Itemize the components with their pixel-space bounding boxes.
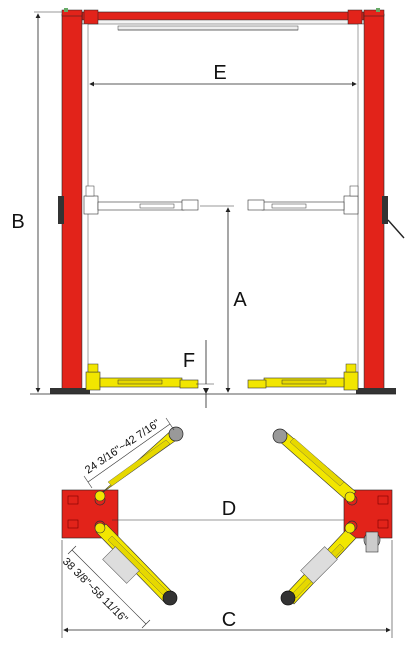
lift-pad (280, 590, 296, 606)
dimension-e: E (89, 62, 357, 87)
right-column (356, 8, 405, 394)
raised-arm-left (83, 185, 199, 215)
lift-pad (162, 590, 178, 606)
lift-pad (272, 428, 288, 444)
label-c: C (222, 609, 236, 631)
short-arm-dimension: 24 3/16"~42 7/16" (83, 417, 175, 489)
dimension-f: F (183, 340, 214, 408)
lowered-arm-left (85, 363, 199, 391)
lift-pad (168, 426, 184, 442)
label-f: F (183, 350, 195, 372)
short-arm-left (94, 426, 184, 502)
long-arm-left (94, 522, 178, 606)
label-e: E (213, 62, 226, 84)
dimension-c: C (61, 540, 393, 638)
top-view: D (60, 417, 393, 638)
lowered-arm-right (247, 363, 359, 391)
raised-arm-right (247, 185, 359, 215)
label-d: D (222, 498, 236, 520)
label-a: A (233, 289, 247, 311)
dimension-b: B (11, 11, 62, 393)
dimension-a: A (200, 205, 247, 393)
long-arm-right (280, 522, 357, 606)
short-arm-range: 24 3/16"~42 7/16" (83, 417, 162, 476)
label-b: B (11, 211, 24, 233)
top-crossbeam (81, 9, 365, 31)
front-view: E B A F (11, 8, 405, 408)
short-arm-right (272, 428, 357, 503)
dimension-d: D (112, 498, 344, 521)
